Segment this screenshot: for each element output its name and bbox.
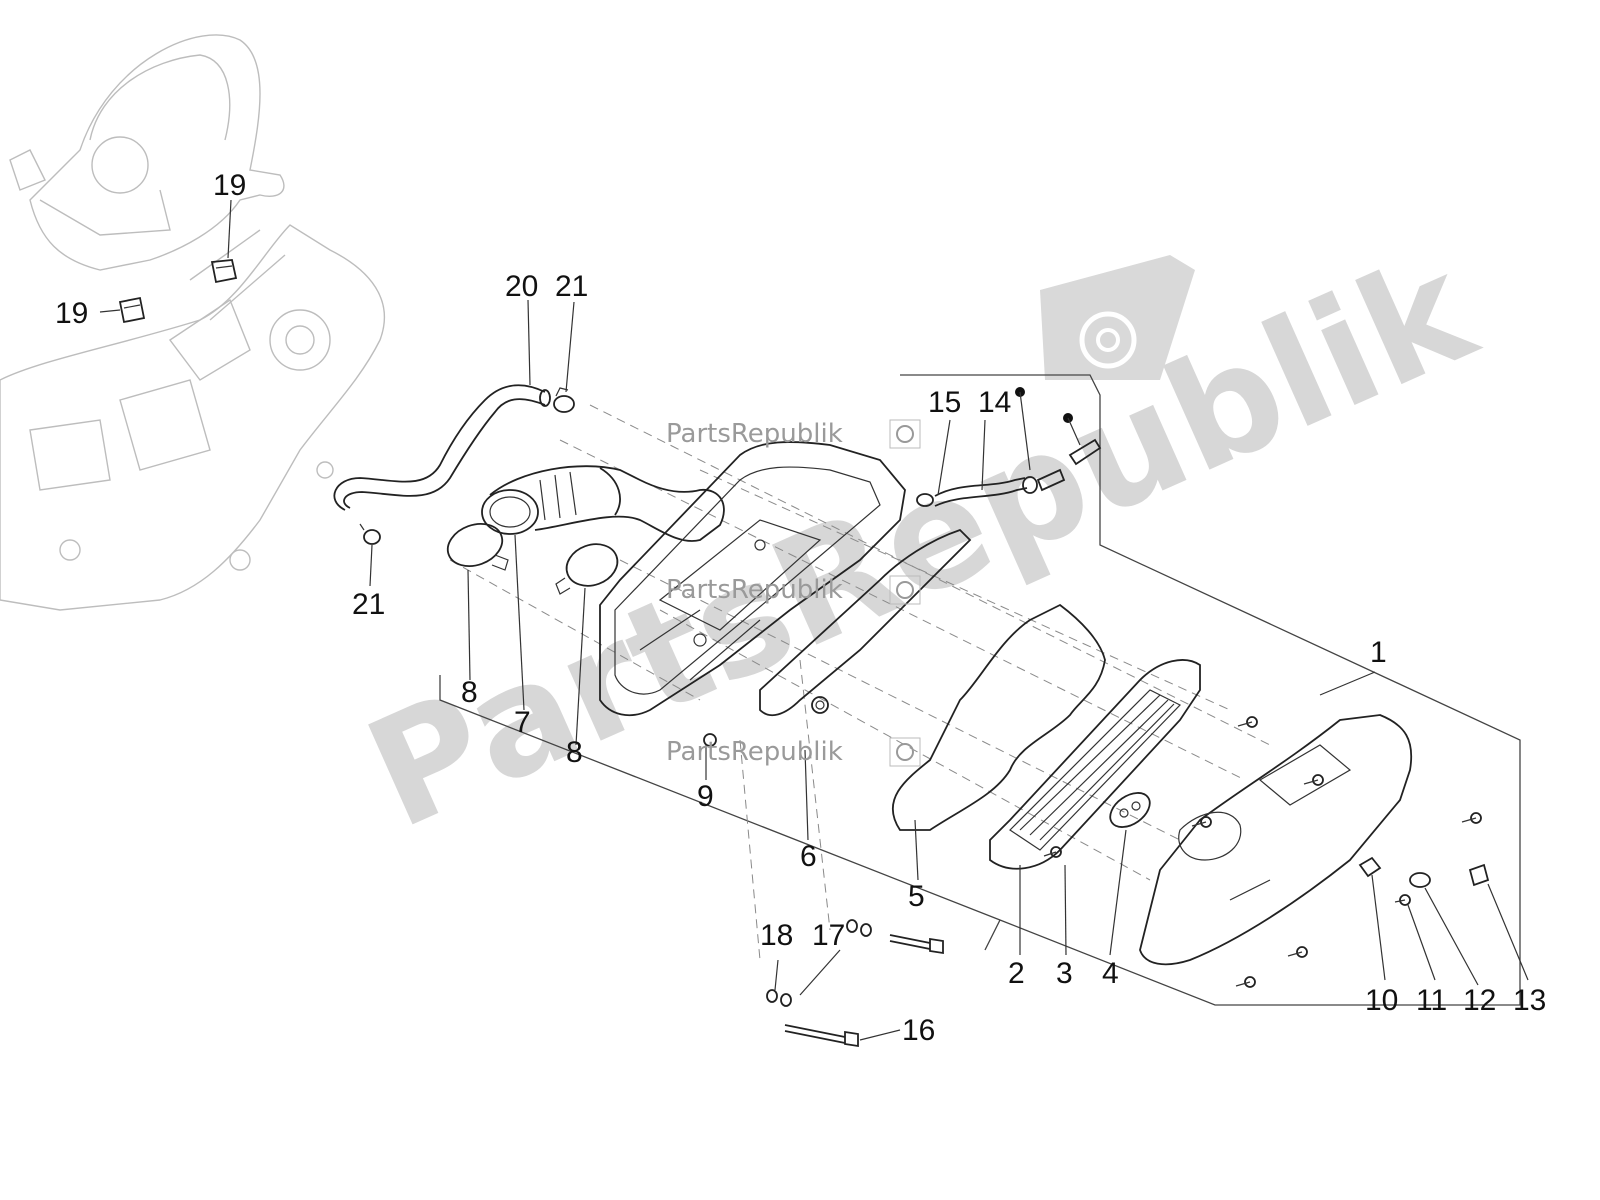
callout-15: 15 [928, 386, 961, 419]
callout-8: 8 [566, 736, 583, 769]
callout-13: 13 [1513, 984, 1546, 1017]
gear-icon [896, 425, 914, 443]
gear-icon [896, 743, 914, 761]
callout-3: 3 [1056, 957, 1073, 990]
callout-11: 11 [1416, 984, 1447, 1017]
clamp-12 [1409, 872, 1431, 888]
callout-8: 8 [461, 676, 478, 709]
bushing-9 [703, 696, 829, 747]
callout-21: 21 [352, 588, 385, 621]
leader-lines [99, 199, 1529, 1041]
watermark-brand-text: PartsRepublik [666, 575, 843, 605]
airbox-housing [599, 441, 906, 717]
breather-hose-15 [916, 477, 1028, 507]
callout-1: 1 [1370, 636, 1387, 669]
watermark-brand-1: PartsRepublik [666, 419, 921, 449]
callout-9: 9 [697, 780, 714, 813]
callout-12: 12 [1463, 984, 1496, 1017]
callouts: 19 19 20 21 21 8 7 8 9 6 5 2 3 4 10 11 1… [55, 169, 1546, 1047]
seal-5 [891, 603, 1106, 831]
plug-10 [1358, 856, 1382, 878]
callout-6: 6 [800, 840, 817, 873]
washer-18 [766, 919, 858, 1003]
gear-icon [896, 581, 914, 599]
screw-11 [1394, 894, 1411, 906]
callout-16: 16 [902, 1014, 935, 1047]
callout-10: 10 [1365, 984, 1398, 1017]
cap-13 [1468, 863, 1490, 887]
callout-14: 14 [978, 386, 1011, 419]
callout-5: 5 [908, 880, 925, 913]
hose-clamp-21-upper [553, 387, 575, 413]
assembly-frame [439, 374, 1521, 1006]
screw-3 [1043, 716, 1482, 988]
watermark-brand-text: PartsRepublik [666, 737, 843, 767]
clip-19-upper [210, 259, 238, 284]
engine-case-ghost [0, 34, 385, 611]
bolt-16 [784, 934, 944, 1048]
clip-19-lower [118, 296, 146, 324]
watermark-flag-logo-icon [1040, 255, 1195, 380]
callout-17: 17 [812, 919, 845, 952]
callout-18: 18 [760, 919, 793, 952]
callout-7: 7 [514, 706, 531, 739]
fitting-14 [1015, 387, 1102, 494]
breather-hose-20 [333, 384, 551, 511]
callout-21: 21 [555, 270, 588, 303]
watermark-brand-3: PartsRepublik [666, 737, 921, 767]
hose-clamp-8-left [446, 523, 509, 571]
watermark-brand-text: PartsRepublik [666, 419, 843, 449]
callout-2: 2 [1008, 957, 1025, 990]
callout-19: 19 [55, 297, 88, 330]
washer-17 [780, 923, 872, 1007]
air-filter-2 [989, 659, 1201, 870]
callout-4: 4 [1102, 957, 1119, 990]
hose-clamp-8-right [555, 543, 619, 595]
watermark-brand-2: PartsRepublik [666, 575, 921, 605]
explosion-lines [449, 404, 1271, 961]
gasket-6 [759, 528, 972, 717]
callout-19: 19 [213, 169, 246, 202]
callout-20: 20 [505, 270, 538, 303]
airbox-cover [1139, 714, 1413, 966]
hose-clamp-21-lower [359, 523, 381, 545]
grommet-4 [1109, 792, 1151, 828]
